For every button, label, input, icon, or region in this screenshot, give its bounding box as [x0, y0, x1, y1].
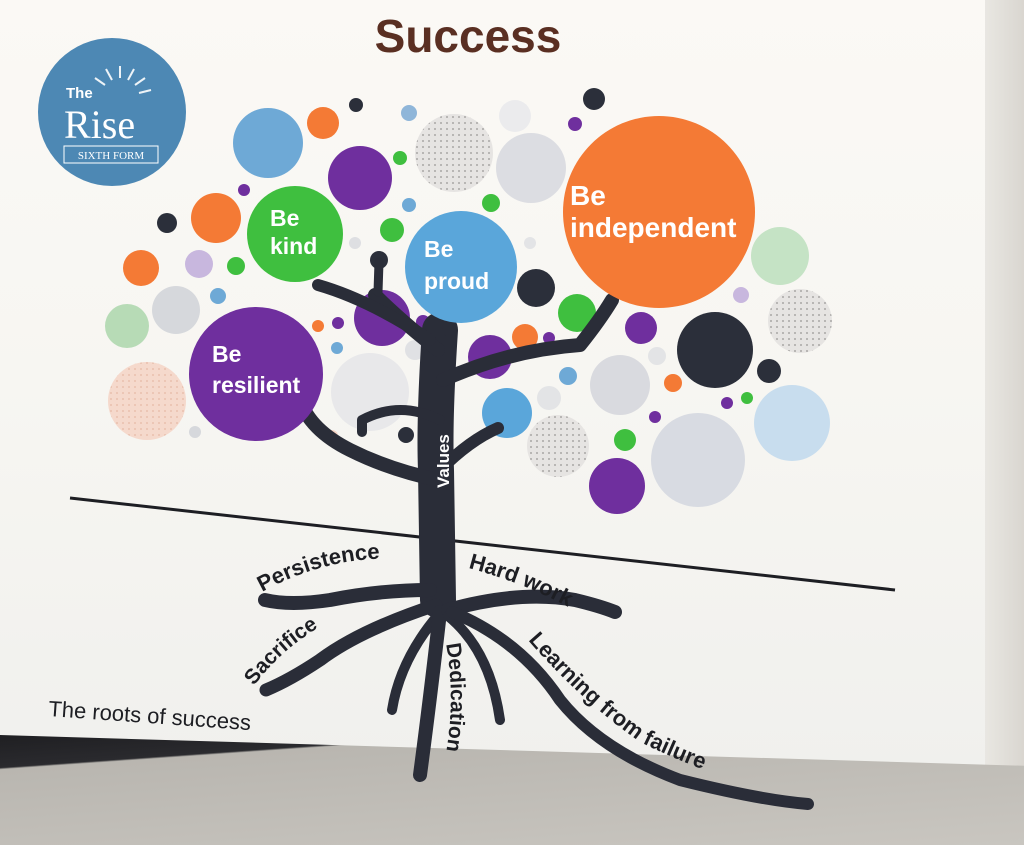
- svg-text:Be: Be: [424, 236, 453, 262]
- background-bubbles: [105, 88, 832, 514]
- trunk-label-values: Values: [434, 434, 453, 488]
- logo-text-sixth-form: SIXTH FORM: [78, 150, 145, 162]
- svg-text:Be: Be: [270, 205, 299, 231]
- value-be-proud: Be proud: [405, 211, 517, 323]
- tree-roots: [258, 583, 814, 810]
- svg-text:Be: Be: [570, 180, 606, 211]
- caption-roots-of-success: The roots of success: [48, 696, 252, 735]
- wall-corner: [985, 0, 1024, 845]
- page-title: Success: [375, 10, 562, 62]
- ground-line: [69, 496, 896, 592]
- logo-text-the: The: [66, 85, 93, 102]
- tree: [293, 257, 619, 618]
- sun-rays-icon: [94, 66, 152, 94]
- svg-text:Be: Be: [212, 341, 241, 367]
- value-be-resilient: Be resilient: [189, 307, 323, 441]
- logo-the-rise: The Rise SIXTH FORM: [38, 38, 186, 186]
- value-be-independent: Be independent: [563, 116, 755, 308]
- svg-text:resilient: resilient: [212, 372, 301, 398]
- svg-text:kind: kind: [270, 233, 317, 259]
- value-be-kind: Be kind: [247, 186, 343, 282]
- logo-text-rise: Rise: [64, 102, 135, 147]
- svg-text:independent: independent: [570, 212, 736, 243]
- svg-text:proud: proud: [424, 268, 489, 294]
- root-label-dedication: Dedication: [441, 641, 469, 753]
